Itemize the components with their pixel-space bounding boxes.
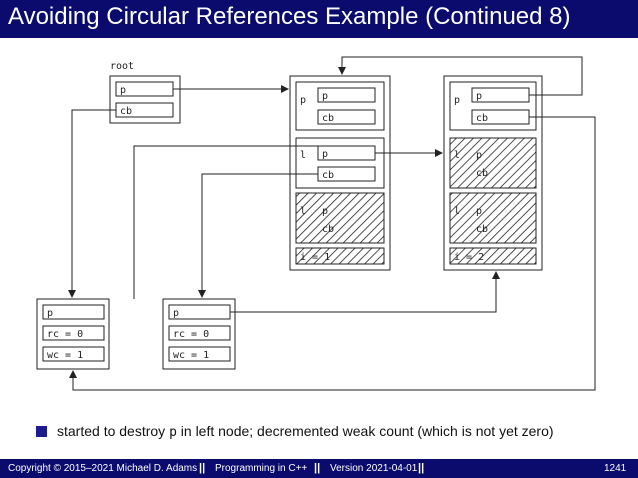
bullet-before: started to destroy — [57, 423, 170, 439]
svg-text:p: p — [476, 91, 482, 102]
bullet-square-icon — [36, 426, 47, 437]
right-node: p p cb l p cb l p cb i = 2 — [443, 75, 543, 271]
svg-text:cb: cb — [476, 224, 488, 235]
footer-separator: || — [314, 462, 321, 474]
svg-text:rc = 0: rc = 0 — [173, 329, 209, 340]
svg-text:wc = 1: wc = 1 — [173, 350, 209, 361]
svg-text:cb: cb — [322, 224, 334, 235]
svg-text:l: l — [300, 206, 306, 217]
svg-text:rc = 0: rc = 0 — [47, 329, 83, 340]
left-node: p p cb l p cb l p cb i = 1 — [289, 75, 391, 271]
footer-copyright: Copyright © 2015–2021 Michael D. Adams — [8, 463, 198, 474]
control-block-right: p rc = 0 wc = 1 — [162, 298, 236, 370]
svg-text:cb: cb — [476, 113, 488, 124]
svg-text:cb: cb — [476, 168, 488, 179]
svg-text:cb: cb — [322, 113, 334, 124]
svg-text:p: p — [322, 206, 328, 217]
svg-text:cb: cb — [120, 106, 132, 117]
footer-course: Programming in C++ — [215, 463, 308, 474]
footer-separator: || — [199, 462, 206, 474]
pointer-arrows — [68, 56, 596, 391]
bullet-after: in left node; decremented weak count (wh… — [176, 423, 554, 439]
footer-separator: || — [418, 462, 425, 474]
svg-text:p: p — [173, 308, 179, 319]
root-label: root — [110, 61, 134, 72]
svg-text:p: p — [322, 91, 328, 102]
svg-text:l: l — [454, 150, 460, 161]
footer-version: Version 2021-04-01 — [330, 463, 418, 474]
svg-text:p: p — [476, 206, 482, 217]
svg-text:i = 1: i = 1 — [300, 252, 330, 263]
bullet-text: started to destroy p in left node; decre… — [36, 423, 554, 440]
bullet-code: p — [169, 425, 177, 440]
slide-title: Avoiding Circular References Example (Co… — [8, 3, 571, 30]
control-block-left: p rc = 0 wc = 1 — [36, 298, 110, 370]
svg-text:l: l — [454, 206, 460, 217]
svg-text:cb: cb — [322, 170, 334, 181]
svg-text:p: p — [120, 85, 126, 96]
svg-text:l: l — [300, 150, 306, 161]
svg-text:p: p — [476, 150, 482, 161]
svg-text:p: p — [47, 308, 53, 319]
svg-text:p: p — [300, 95, 306, 106]
svg-text:p: p — [322, 149, 328, 160]
svg-text:p: p — [454, 95, 460, 106]
title-bar: Avoiding Circular References Example (Co… — [0, 0, 638, 38]
footer-bar: Copyright © 2015–2021 Michael D. Adams |… — [0, 459, 638, 478]
svg-text:wc = 1: wc = 1 — [47, 350, 83, 361]
footer-page-number: 1241 — [604, 463, 627, 474]
root-box: p cb — [109, 75, 181, 124]
svg-text:i = 2: i = 2 — [454, 252, 484, 263]
